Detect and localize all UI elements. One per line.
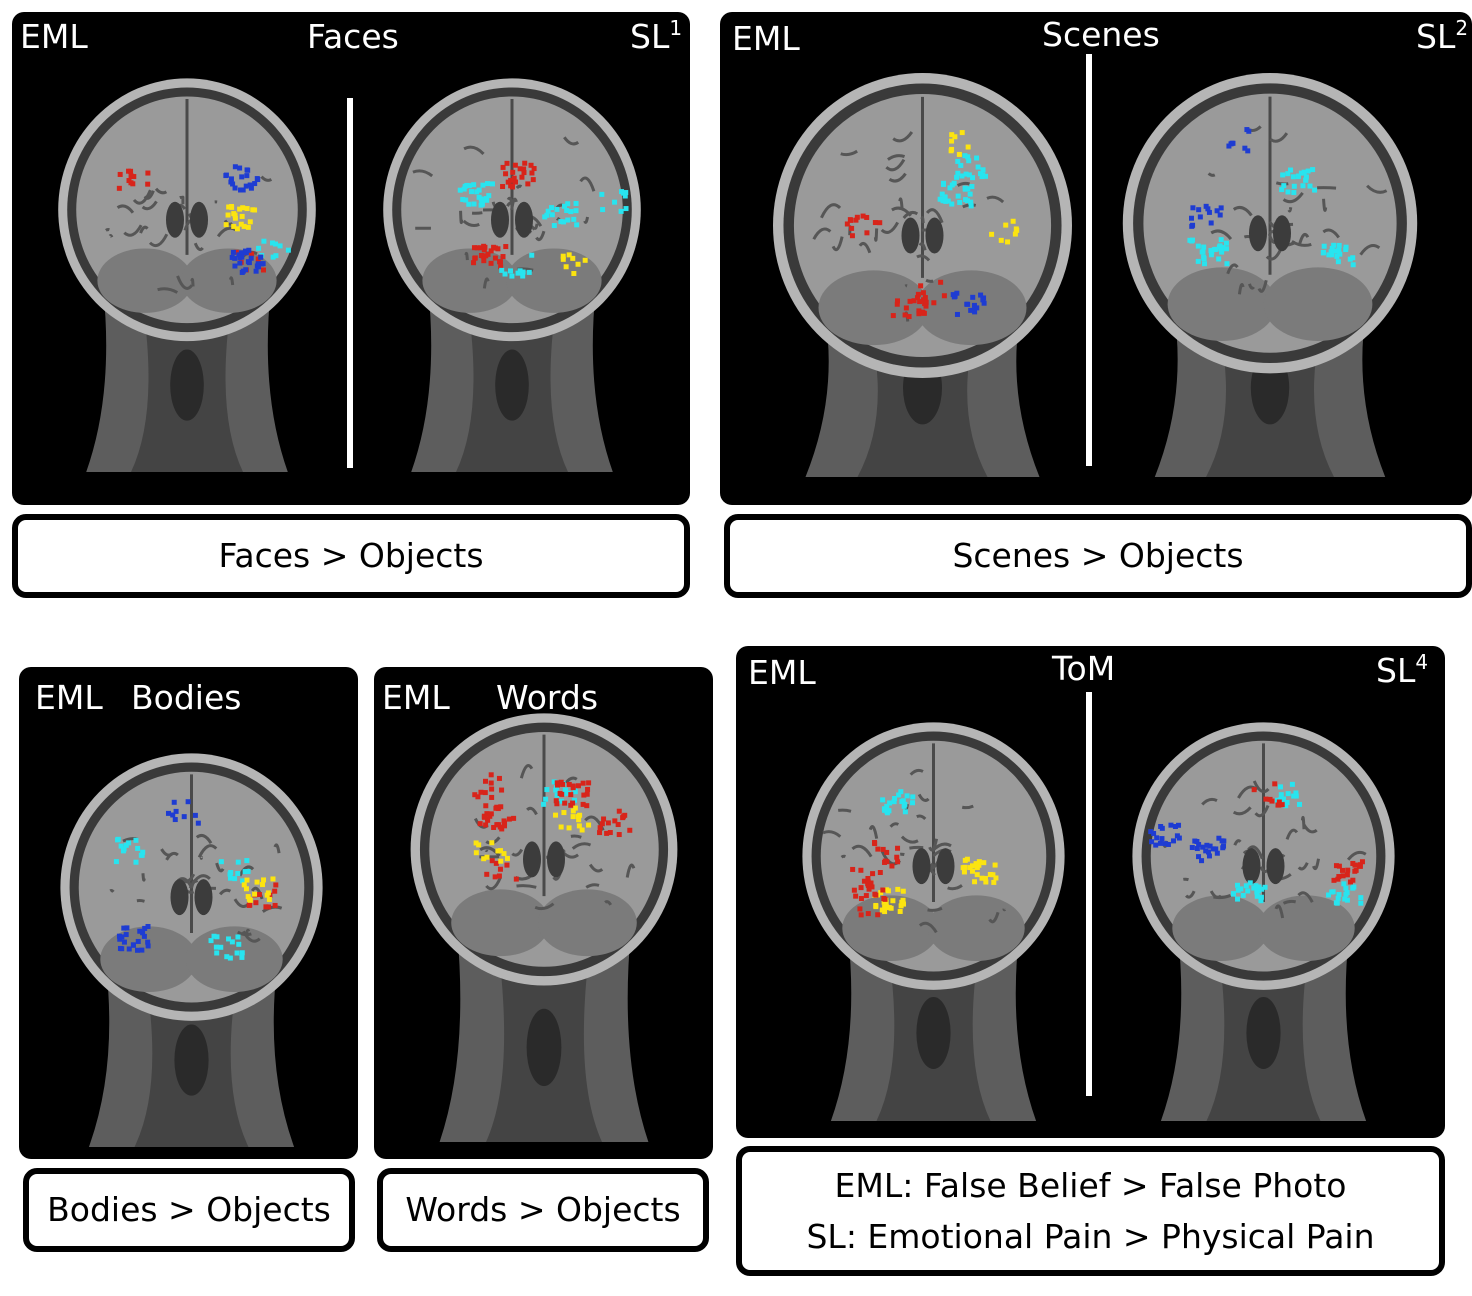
eml-brain-scan <box>60 753 323 1147</box>
scenes-panel: EML Scenes SL2 <box>720 12 1472 505</box>
sl-label: SL2 <box>1416 16 1469 56</box>
words-caption: Words > Objects <box>377 1168 709 1252</box>
tom-caption-line-1: EML: False Belief > False Photo <box>834 1165 1347 1205</box>
words-panel: EML Words <box>374 667 713 1159</box>
eml-label: EML <box>748 653 816 692</box>
panel-title: Bodies <box>131 678 242 717</box>
sl-label: SL4 <box>1376 650 1429 690</box>
sl-brain-scan <box>383 78 641 472</box>
bodies-caption: Bodies > Objects <box>23 1168 355 1252</box>
eml-brain-scan <box>802 722 1065 1121</box>
eml-label: EML <box>732 19 800 58</box>
panel-divider <box>347 98 353 468</box>
eml-brain-scan <box>410 713 678 1142</box>
panel-title: Faces <box>307 17 399 56</box>
panel-title: Words <box>496 678 599 717</box>
panel-title: Scenes <box>1042 15 1160 54</box>
eml-label: EML <box>20 17 88 56</box>
faces-caption: Faces > Objects <box>12 514 690 598</box>
scenes-caption: Scenes > Objects <box>724 514 1472 598</box>
tom-panel: EML ToM SL4 <box>736 646 1445 1138</box>
eml-label: EML <box>382 678 450 717</box>
panel-divider <box>1086 54 1092 466</box>
faces-panel: EML Faces SL1 <box>12 12 690 505</box>
eml-label: EML <box>35 678 103 717</box>
panel-divider <box>1086 692 1092 1096</box>
sl-label: SL1 <box>630 16 683 56</box>
tom-caption: EML: False Belief > False Photo SL: Emot… <box>736 1146 1445 1276</box>
bodies-panel: EML Bodies <box>19 667 358 1159</box>
eml-brain-scan <box>58 78 316 472</box>
sl-brain-scan <box>1132 722 1395 1121</box>
panel-title: ToM <box>1052 649 1116 688</box>
tom-caption-line-2: SL: Emotional Pain > Physical Pain <box>806 1217 1375 1256</box>
sl-brain-scan <box>1122 73 1418 477</box>
eml-brain-scan <box>773 73 1072 477</box>
